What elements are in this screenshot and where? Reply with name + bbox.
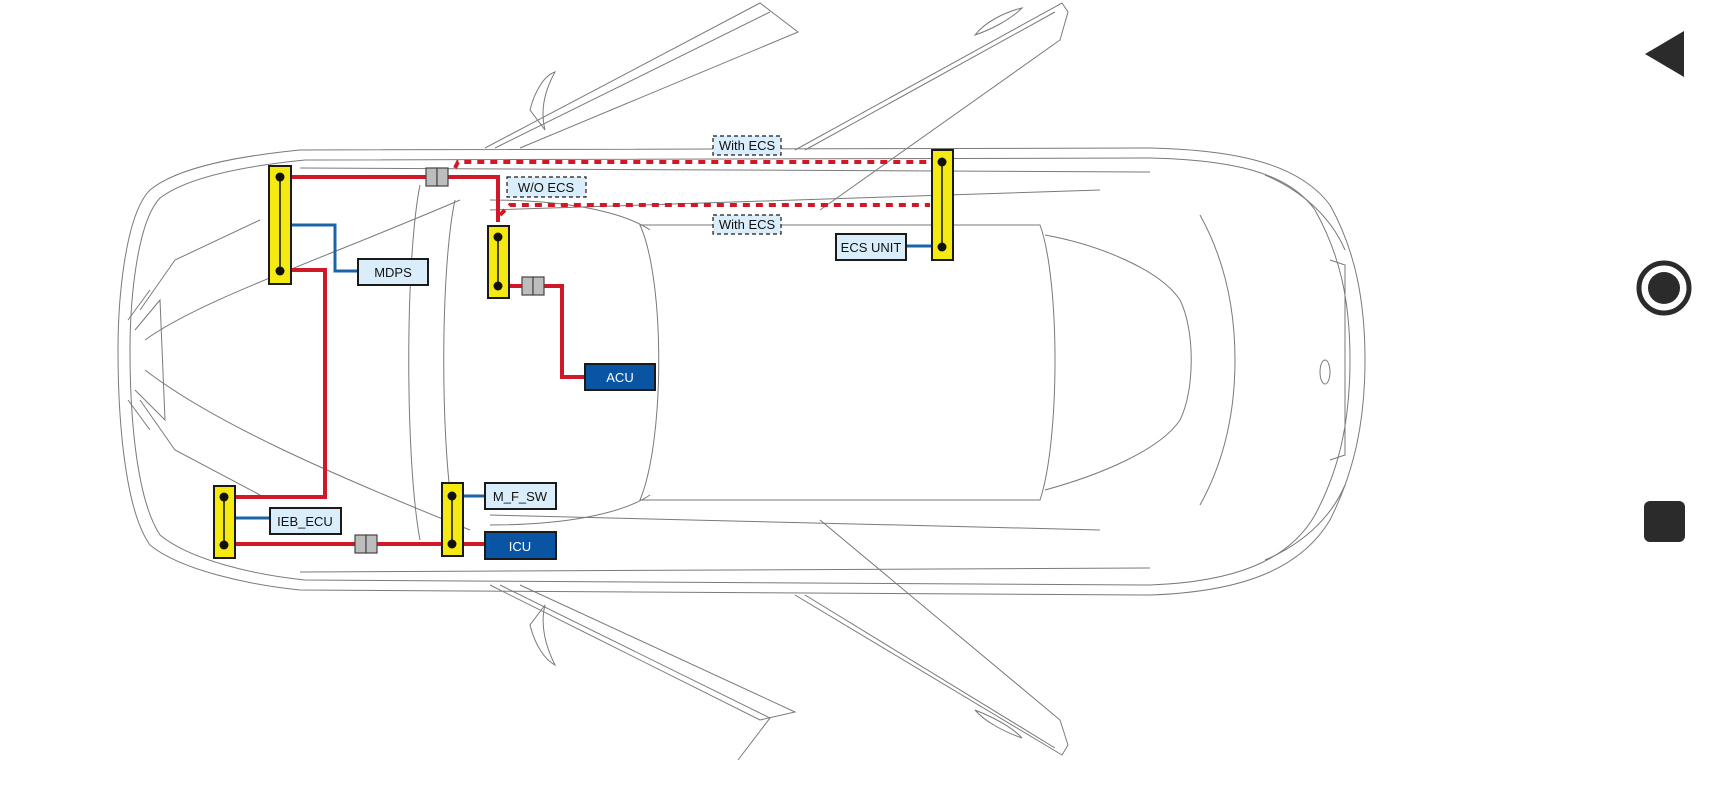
wiring-harness: [224, 160, 932, 546]
circle-home-icon: [1636, 260, 1692, 316]
junction-block-ieb[interactable]: [213, 485, 236, 559]
module-icu-label: ICU: [509, 539, 531, 554]
inline-connector-2: [521, 276, 545, 296]
junction-block-rear[interactable]: [931, 149, 954, 261]
module-icu[interactable]: ICU: [484, 531, 557, 560]
inline-connector-3: [354, 534, 378, 554]
tag-with-ecs-top-label: With ECS: [719, 138, 776, 153]
square-recents-icon: [1644, 501, 1685, 542]
can-bus-junction-1-down: [224, 268, 327, 499]
home-button[interactable]: [1625, 255, 1700, 325]
tag-with-ecs-top: With ECS: [712, 135, 782, 156]
module-ecs-unit-label: ECS UNIT: [841, 240, 902, 255]
inline-connector-1: [425, 167, 449, 187]
module-m-f-sw[interactable]: M_F_SW: [484, 482, 557, 510]
junction-block-dash[interactable]: [487, 225, 510, 299]
junction-block-front[interactable]: [268, 165, 292, 285]
can-bus-acu-branch: [538, 284, 585, 379]
back-button[interactable]: [1620, 25, 1700, 85]
junction-block-icu[interactable]: [441, 482, 464, 557]
tag-wo-ecs-label: W/O ECS: [518, 180, 575, 195]
triangle-back-icon: [1645, 31, 1684, 77]
module-ieb-ecu[interactable]: IEB_ECU: [269, 507, 342, 535]
ecs-option-wire-top: [453, 160, 930, 169]
module-acu-label: ACU: [606, 370, 633, 385]
ecs-option-wire-bottom: [498, 203, 930, 217]
module-mdps-label: MDPS: [374, 265, 412, 280]
tag-wo-ecs: W/O ECS: [506, 176, 587, 198]
module-ieb-ecu-label: IEB_ECU: [277, 514, 333, 529]
car-outline: [117, 2, 1366, 761]
module-mdps[interactable]: MDPS: [357, 258, 429, 286]
tag-with-ecs-bottom: With ECS: [712, 214, 782, 235]
module-acu[interactable]: ACU: [584, 363, 656, 391]
recents-button[interactable]: [1625, 490, 1700, 550]
mdps-branch-wire: [280, 223, 358, 273]
tag-with-ecs-bottom-label: With ECS: [719, 217, 776, 232]
module-ecs-unit[interactable]: ECS UNIT: [835, 233, 907, 261]
module-m-f-sw-label: M_F_SW: [493, 489, 548, 504]
home-inner-dot: [1648, 272, 1680, 304]
can-bus-connector-to-junction-2: [440, 175, 500, 222]
